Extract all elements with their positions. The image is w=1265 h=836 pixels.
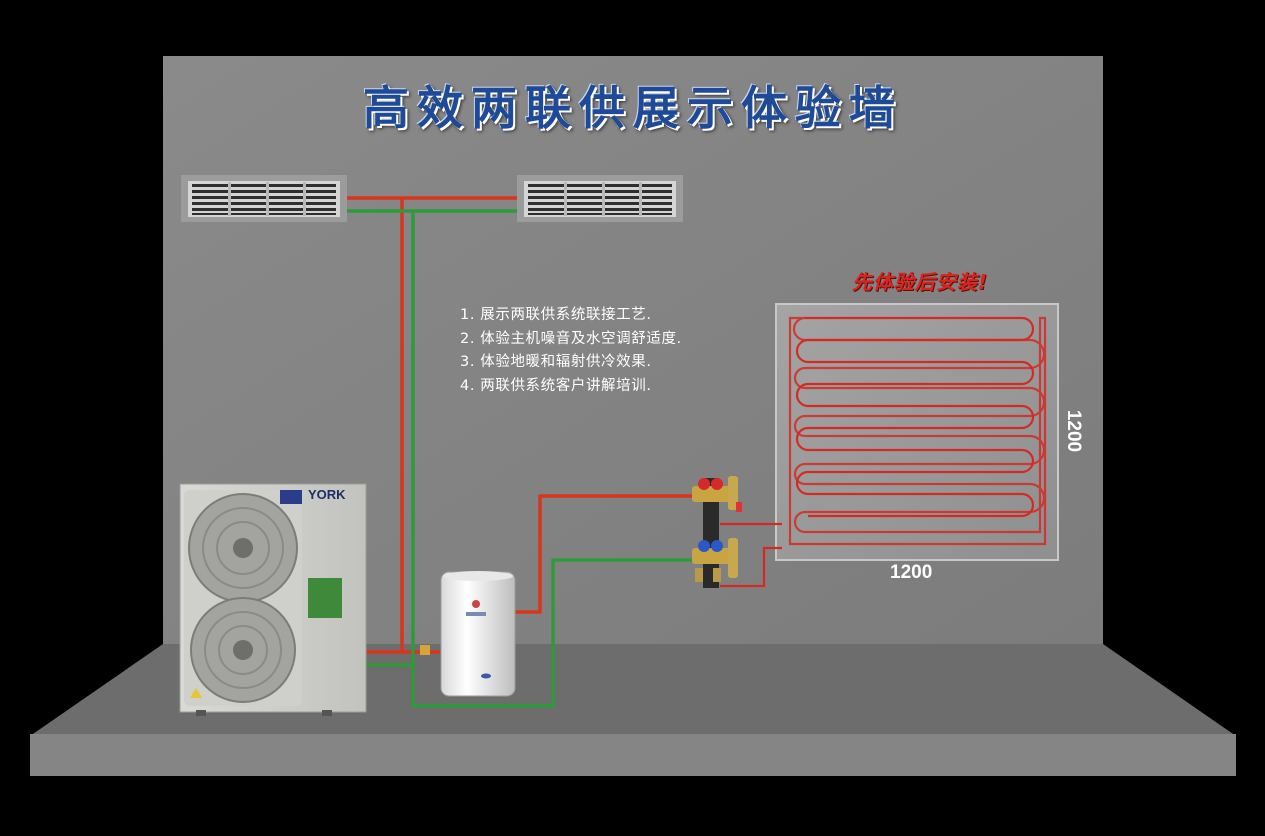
feature-item: 2. 体验主机噪音及水空调舒适度.: [460, 330, 682, 347]
water-tank-icon: [420, 571, 516, 697]
manifold-icon: [692, 476, 742, 588]
heat-pump-icon: [179, 483, 367, 716]
supply-pipe-tank-to-manifold: [515, 494, 697, 614]
feature-item: 4. 两联供系统客户讲解培训.: [460, 377, 652, 394]
york-brand-logo: YORK: [308, 487, 346, 502]
air-vent-icon: [517, 175, 683, 222]
floor-heating-coil-icon: [720, 303, 1059, 588]
feature-item: 3. 体验地暖和辐射供冷效果.: [460, 354, 652, 370]
page-title: 高效两联供展示体验墙: [363, 81, 903, 135]
slogan-text: 先体验后安装!: [851, 270, 989, 294]
floor-front: [30, 734, 1236, 776]
return-pipe-riser: [411, 211, 697, 708]
feature-list: 1. 展示两联供系统联接工艺. 2. 体验主机噪音及水空调舒适度. 3. 体验地…: [460, 304, 760, 398]
panel-width-dimension: 1200: [890, 562, 933, 583]
air-vent-icon: [181, 175, 347, 222]
feature-item: 1. 展示两联供系统联接工艺.: [460, 307, 652, 323]
panel-height-dimension: 1200: [1063, 409, 1085, 453]
